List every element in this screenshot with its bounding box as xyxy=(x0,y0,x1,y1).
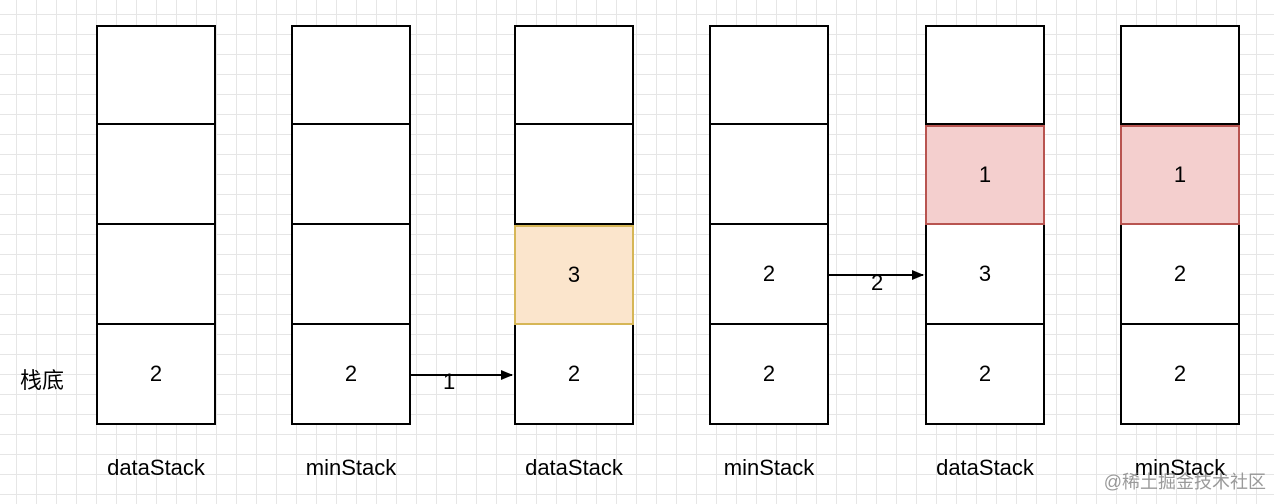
stack-cell: 3 xyxy=(925,225,1045,325)
stack-cell: 2 xyxy=(514,325,634,425)
stack-cell xyxy=(709,125,829,225)
arrow-label: 1 xyxy=(443,369,455,394)
stack-label: dataStack xyxy=(107,455,205,480)
data-stack-2: 3 2 xyxy=(514,25,634,425)
stack-label: minStack xyxy=(723,455,815,480)
stack-cell: 2 xyxy=(96,325,216,425)
stack-label: minStack xyxy=(305,455,397,480)
stack-cell xyxy=(96,125,216,225)
stack-cell-highlighted: 1 xyxy=(925,125,1045,225)
stack-cell xyxy=(709,25,829,125)
stack-cell: 2 xyxy=(1120,325,1240,425)
arrow-2: 2 xyxy=(829,270,924,295)
stack-cell xyxy=(514,125,634,225)
min-stack-1: 2 xyxy=(291,25,411,425)
arrow-label: 2 xyxy=(871,270,883,295)
stack-cell xyxy=(96,25,216,125)
watermark: @稀土掘金技术社区 xyxy=(1103,472,1266,492)
stack-label: minStack xyxy=(1134,455,1226,480)
stack-cell xyxy=(925,25,1045,125)
stack-bottom-label: 栈底 xyxy=(20,368,65,393)
min-stack-3: 1 2 2 xyxy=(1120,25,1240,425)
stack-cell: 2 xyxy=(291,325,411,425)
stack-cell xyxy=(1120,25,1240,125)
data-stack-3: 1 3 2 xyxy=(925,25,1045,425)
stack-cell: 2 xyxy=(925,325,1045,425)
stack-cell-highlighted: 1 xyxy=(1120,125,1240,225)
stack-cell xyxy=(514,25,634,125)
stack-cell: 2 xyxy=(1120,225,1240,325)
arrow-1: 1 xyxy=(411,369,513,394)
stack-cell xyxy=(291,225,411,325)
stack-cell xyxy=(291,125,411,225)
stack-label: dataStack xyxy=(525,455,623,480)
stack-cell: 2 xyxy=(709,325,829,425)
data-stack-1: 2 xyxy=(96,25,216,425)
stack-cell xyxy=(96,225,216,325)
min-stack-2: 2 2 xyxy=(709,25,829,425)
stack-label: dataStack xyxy=(936,455,1034,480)
stack-cell-highlighted: 3 xyxy=(514,225,634,325)
stack-cell xyxy=(291,25,411,125)
stack-cell: 2 xyxy=(709,225,829,325)
